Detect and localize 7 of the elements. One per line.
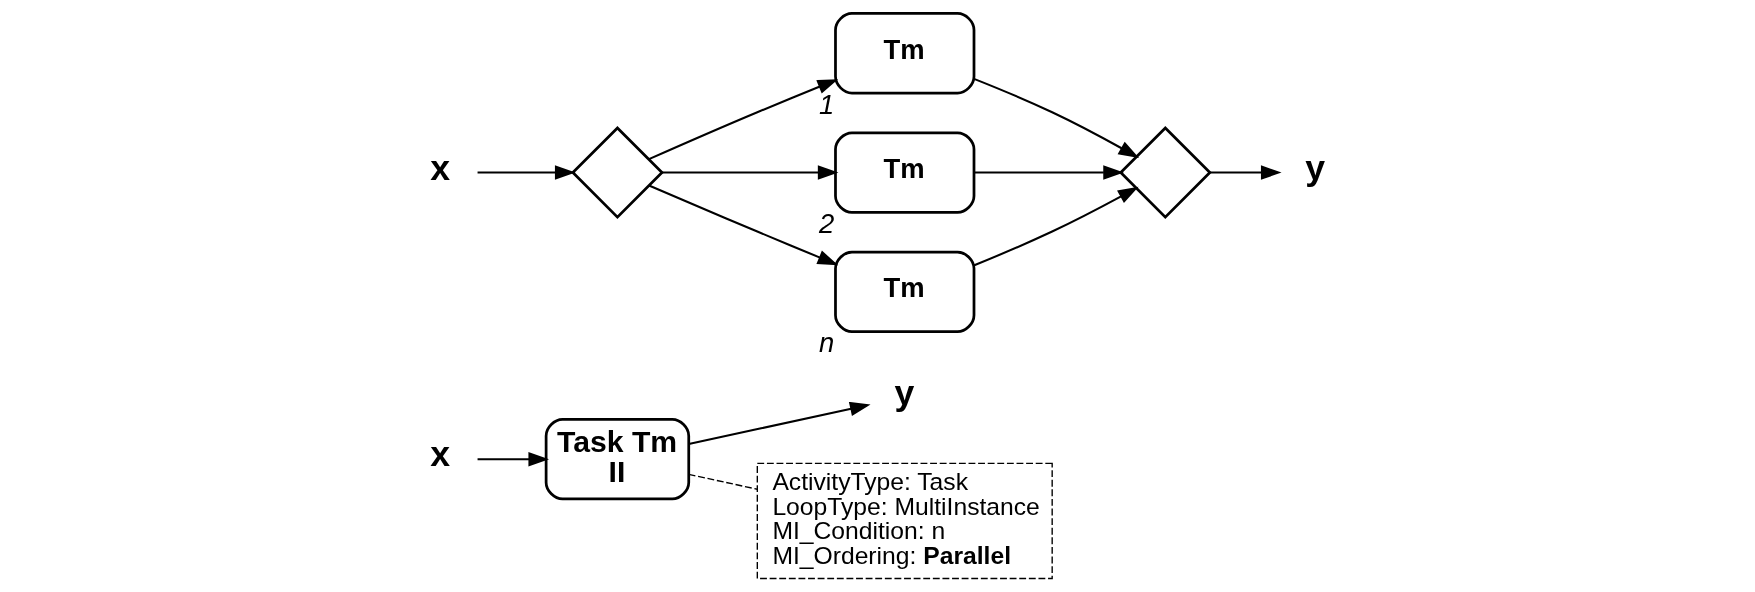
node-text: x — [429, 434, 450, 475]
node-label: 2 — [818, 207, 834, 239]
node-text: x — [429, 147, 450, 188]
node-text: y — [1304, 147, 1325, 188]
node-label: n — [818, 327, 834, 359]
node-label: 1 — [818, 88, 834, 120]
node-text: y — [893, 372, 914, 413]
